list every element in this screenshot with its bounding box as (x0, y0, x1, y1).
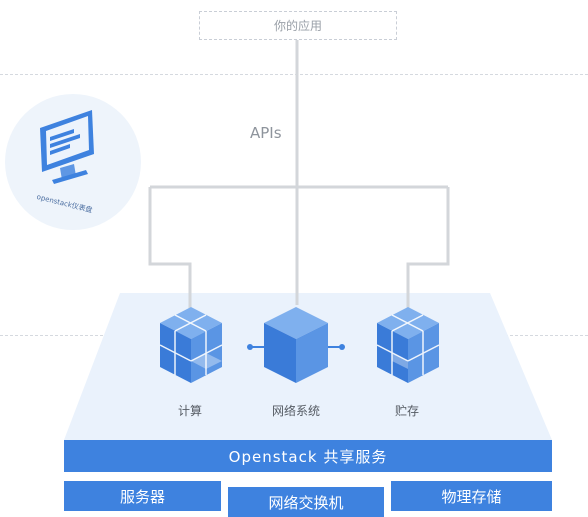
shared-services-label: Openstack 共享服务 (228, 447, 388, 466)
shared-services-bar: Openstack 共享服务 (64, 440, 552, 472)
your-app-box: 你的应用 (199, 11, 397, 40)
monitor-icon (40, 110, 94, 184)
separator-top (0, 74, 588, 75)
hardware-storage: 物理存储 (391, 481, 552, 511)
compute-cubes-icon (159, 307, 223, 383)
network-cube-icon (247, 307, 345, 383)
hardware-switches: 网络交换机 (228, 487, 384, 517)
hardware-servers-label: 服务器 (119, 487, 165, 506)
diagram-canvas (64, 40, 552, 440)
hardware-servers: 服务器 (64, 481, 221, 511)
node-label-network: 网络系统 (271, 404, 320, 418)
your-app-label: 你的应用 (273, 19, 322, 33)
hardware-storage-label: 物理存储 (441, 487, 502, 506)
node-label-storage: 贮存 (394, 404, 419, 418)
node-label-compute: 计算 (177, 404, 202, 418)
apis-label: APIs (250, 124, 282, 142)
hardware-switches-label: 网络交换机 (268, 494, 344, 512)
storage-cubes-icon (376, 307, 440, 383)
connector-lines (148, 40, 450, 310)
